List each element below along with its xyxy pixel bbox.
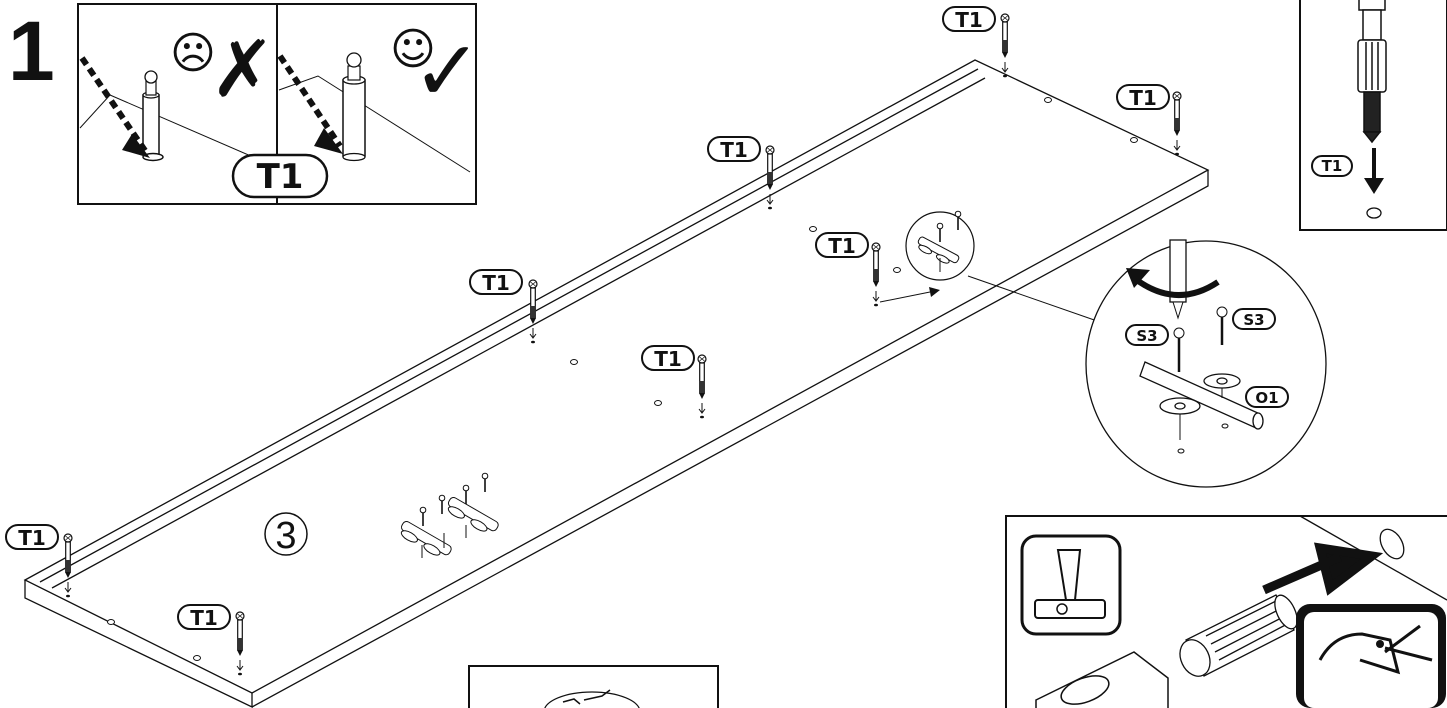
dowel	[1179, 594, 1298, 677]
cross-icon: ✗	[210, 25, 275, 115]
orientation-inset: ☹ ✗ ☺ ✓ T1	[77, 3, 482, 205]
svg-text:O1: O1	[1255, 389, 1278, 407]
bolt-detail-inset: T1	[1299, 0, 1447, 231]
correct-orientation-drawing: ☺ ✓	[277, 22, 482, 173]
pointer-arrow	[879, 291, 931, 303]
t1-label: T1	[942, 6, 996, 32]
insert-arrow-icon	[1262, 542, 1384, 596]
t1-label: T1	[707, 136, 761, 162]
panel-board	[23, 59, 1210, 708]
svg-text:T1: T1	[1129, 86, 1157, 110]
s3-label: S3	[1125, 324, 1169, 346]
connector-large-detail: S3 S3 O1	[1085, 239, 1327, 488]
svg-text:T1: T1	[18, 526, 46, 550]
t1-label: T1	[815, 232, 869, 258]
t1-label: T1	[1116, 84, 1170, 110]
svg-text:T1: T1	[720, 138, 748, 162]
hammer-icon	[1020, 534, 1122, 636]
happy-face-icon: ☺	[390, 24, 436, 75]
label-text: T1	[257, 157, 304, 197]
label-bubble: T1	[231, 153, 329, 199]
svg-text:S3: S3	[1243, 311, 1264, 329]
t1-labels: T1 T1 T1 T1 T1 T1 T1 T1	[5, 6, 1170, 630]
connector-small-detail	[905, 210, 1101, 323]
svg-text:T1: T1	[654, 347, 682, 371]
t1-label: T1	[641, 345, 695, 371]
connectors-on-panel	[400, 472, 499, 558]
svg-text:S3: S3	[1136, 327, 1157, 345]
svg-text:T1: T1	[828, 234, 856, 258]
panel-number-circle	[264, 512, 308, 556]
step-number: 1	[8, 4, 55, 98]
glue-icon	[1296, 604, 1446, 708]
wrong-orientation-drawing: ☹ ✗	[79, 25, 275, 162]
dowel-inset	[1005, 515, 1447, 708]
rotate-arrow-icon	[1132, 275, 1220, 298]
panel-number: 3	[275, 515, 296, 557]
t1-label: T1	[177, 604, 231, 630]
panel-holes	[107, 97, 1138, 661]
sad-face-icon: ☹	[170, 28, 216, 79]
partial-inset-bottom	[468, 665, 719, 708]
t1-label: T1	[5, 524, 59, 550]
s3-label: S3	[1232, 308, 1276, 330]
t1-label: T1	[1311, 155, 1353, 177]
check-icon: ✓	[412, 22, 482, 120]
svg-text:T1: T1	[1322, 157, 1343, 175]
svg-text:T1: T1	[955, 8, 983, 32]
o1-label: O1	[1245, 386, 1289, 408]
svg-text:T1: T1	[190, 606, 218, 630]
t1-label: T1	[469, 269, 523, 295]
svg-text:T1: T1	[482, 271, 510, 295]
